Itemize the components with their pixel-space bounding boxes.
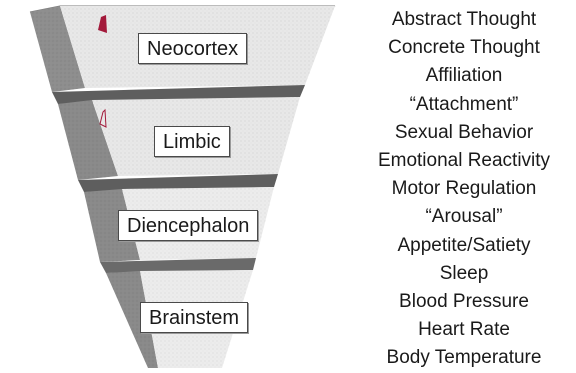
function-item: Sexual Behavior [352,119,576,147]
function-item: Motor Regulation [352,175,576,203]
function-item: Emotional Reactivity [352,147,576,175]
brainstem-label: Brainstem [140,302,248,333]
function-item: Heart Rate [352,316,576,344]
function-item: “Attachment” [352,91,576,119]
function-item: Sleep [352,260,576,288]
diencephalon-label: Diencephalon [118,210,258,241]
function-item: Blood Pressure [352,288,576,316]
function-item: Body Temperature [352,344,576,372]
limbic-label: Limbic [154,126,230,157]
function-item: Affiliation [352,62,576,90]
function-item: Concrete Thought [352,34,576,62]
function-item: Appetite/Satiety [352,232,576,260]
neocortex-label: Neocortex [138,33,247,64]
function-item: Abstract Thought [352,6,576,34]
function-item: “Arousal” [352,203,576,231]
function-list: Abstract Thought Concrete Thought Affili… [352,6,576,373]
